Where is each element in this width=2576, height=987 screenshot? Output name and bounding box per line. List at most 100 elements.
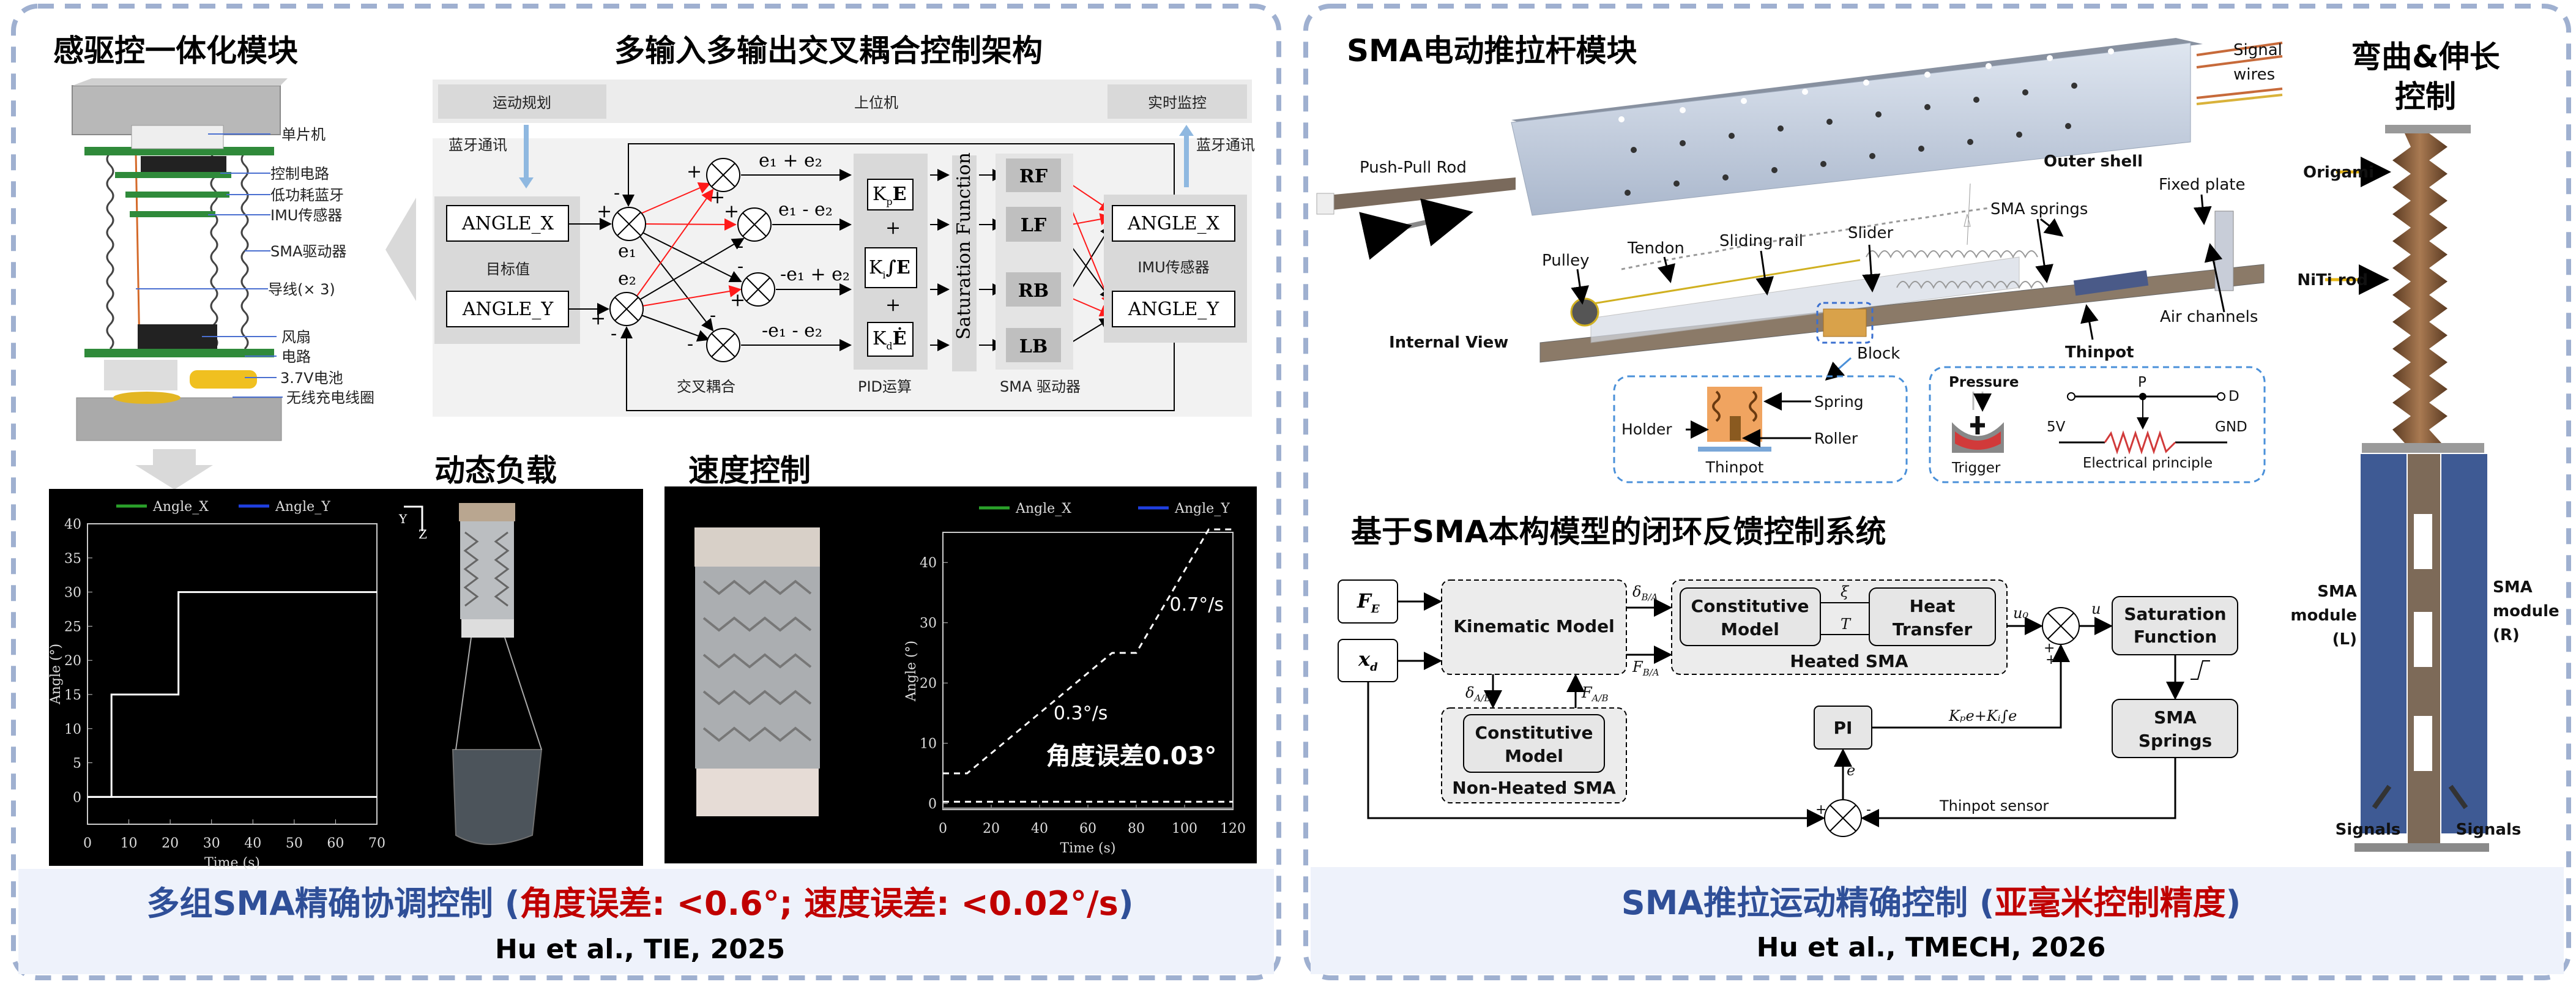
svg-text:Model: Model — [1505, 746, 1563, 766]
label-circuit: 电路 — [281, 348, 311, 365]
sign-marks: +- +- ++ +- -+ -- — [590, 161, 745, 355]
label-f-ba: FB/A — [1632, 658, 1659, 678]
svg-text:Saturation: Saturation — [2124, 604, 2226, 624]
svg-text:xd: xd — [1358, 647, 1378, 674]
label-control-circuit: 控制电路 — [270, 165, 329, 182]
x-axis-label: Time (s) — [1060, 841, 1115, 856]
label-tendon: Tendon — [1627, 239, 1684, 258]
svg-text:(L): (L) — [2332, 630, 2357, 649]
label-fixed-plate: Fixed plate — [2159, 176, 2246, 194]
inset-holder: Holder — [1621, 420, 1672, 438]
stage-coupling: 交叉耦合 — [677, 378, 735, 395]
imu-angle-x-box — [1112, 205, 1235, 242]
y-tick-label: 30 — [920, 616, 937, 631]
y-tick-label: 20 — [920, 676, 937, 691]
label-origami: Origami — [2303, 163, 2374, 182]
label-ble: 低功耗蓝牙 — [270, 187, 344, 204]
y-tick-label: 20 — [64, 654, 81, 669]
svg-text:-: - — [611, 323, 617, 345]
stage-sma-driver: SMA 驱动器 — [1000, 378, 1081, 395]
imu-angle-y-box — [1112, 291, 1235, 327]
target-angle-y: ANGLE_Y — [462, 299, 554, 320]
sum-node-e1 — [612, 207, 646, 241]
load-photo: Y Z — [398, 503, 543, 845]
dynamic-load-title: 动态负载 — [434, 453, 557, 488]
module-labels: 单片机 控制电路 低功耗蓝牙 IMU传感器 SMA驱动器 导线(× 3) 风扇 … — [268, 126, 374, 406]
annotation: 0.7°/s — [1170, 594, 1224, 616]
svg-text:-: - — [710, 305, 716, 326]
label-signal: Signal — [2233, 41, 2282, 59]
bend-title-1: 弯曲&伸长 — [2351, 39, 2500, 75]
target-angle-y-box — [446, 291, 569, 327]
inset-p: P — [2138, 374, 2146, 390]
sum-node-3 — [741, 272, 775, 307]
svg-text:+: + — [597, 201, 612, 222]
legend-label: Angle_X — [1015, 501, 1071, 516]
label-sma-springs: SMA springs — [1990, 200, 2088, 218]
summing-nodes — [609, 158, 775, 362]
y-axis-label: Angle (°) — [904, 641, 919, 702]
x-tick-label: 0 — [83, 836, 92, 851]
svg-text:SMA: SMA — [2317, 583, 2357, 601]
svg-text:module: module — [2290, 606, 2357, 625]
y-axis-label: Angle (°) — [48, 644, 64, 705]
svg-text:SMA: SMA — [2493, 578, 2533, 597]
x-tick-label: 40 — [1031, 821, 1048, 836]
y-tick-label: 25 — [64, 619, 81, 635]
heat-transfer-box — [1869, 587, 1996, 646]
error-e1: e₁ — [618, 240, 636, 262]
driver-rf: RF — [1019, 166, 1048, 187]
stage-pid: PID运算 — [858, 378, 912, 395]
inset-d: D — [2228, 389, 2239, 404]
chart1-background — [49, 489, 643, 866]
target-label: 目标值 — [486, 261, 530, 278]
svg-text:module: module — [2493, 602, 2559, 620]
x-tick-label: 20 — [983, 821, 1000, 836]
right-caption: SMA推拉运动精确控制 (亚毫米控制精度) — [1621, 884, 2241, 922]
svg-text:+: + — [724, 201, 739, 222]
x-tick-label: 60 — [1079, 821, 1096, 836]
label-push-pull-rod: Push-Pull Rod — [1360, 158, 1467, 177]
x-tick-label: 70 — [368, 836, 385, 851]
imu-angle-y: ANGLE_Y — [1128, 299, 1220, 320]
svg-text:+: + — [687, 161, 702, 182]
svg-text:+: + — [590, 308, 606, 329]
svg-text:+: + — [730, 289, 745, 311]
y-tick-label: 0 — [73, 790, 81, 805]
svg-text:PI: PI — [1834, 718, 1853, 738]
left-caption: 多组SMA精确协调控制 (角度误差: <0.6°; 速度误差: <0.02°/s… — [146, 884, 1133, 923]
pushrod-image — [1316, 38, 2283, 381]
label-pi-output: Kₚe+Kᵢ∫e — [1948, 707, 2017, 724]
svg-text:-: - — [614, 182, 620, 204]
label-f-ab: FA/B — [1581, 684, 1609, 704]
label-air-channels: Air channels — [2160, 308, 2258, 326]
y-tick-label: 10 — [64, 722, 81, 737]
svg-text:Model: Model — [1721, 619, 1779, 639]
y-tick-label: 40 — [64, 517, 81, 532]
right-panel-border — [1303, 4, 2571, 980]
label-battery: 3.7V电池 — [280, 370, 343, 387]
svg-text:-: - — [687, 333, 693, 355]
error-e2: e₂ — [618, 268, 636, 289]
driver-lb: LB — [1019, 336, 1048, 357]
series-line-0 — [943, 528, 1233, 775]
non-heated-sma-label: Non-Heated SMA — [1452, 778, 1616, 798]
pid-kp: KpE — [867, 179, 914, 210]
bt-right-label: 蓝牙通讯 — [1196, 136, 1255, 154]
inset-thinpot: Thinpot — [1705, 458, 1764, 476]
left-citation: Hu et al., TIE, 2025 — [495, 934, 785, 965]
module-title: 感驱控一体化模块 — [53, 33, 298, 69]
block-inset: Spring Holder Roller Thinpot — [1613, 375, 1908, 483]
svg-text:-: - — [1866, 802, 1871, 818]
speed-photo — [694, 527, 820, 816]
plot-frame — [87, 523, 378, 825]
saturation-bar — [952, 155, 977, 371]
svg-text:+: + — [885, 217, 901, 239]
motion-planning-box — [438, 84, 606, 119]
bend-title-2: 控制 — [2395, 79, 2456, 114]
label-wires: wires — [2233, 65, 2275, 84]
label-mcu: 单片机 — [281, 126, 326, 143]
pushrod-title: SMA电动推拉杆模块 — [1347, 33, 1637, 69]
